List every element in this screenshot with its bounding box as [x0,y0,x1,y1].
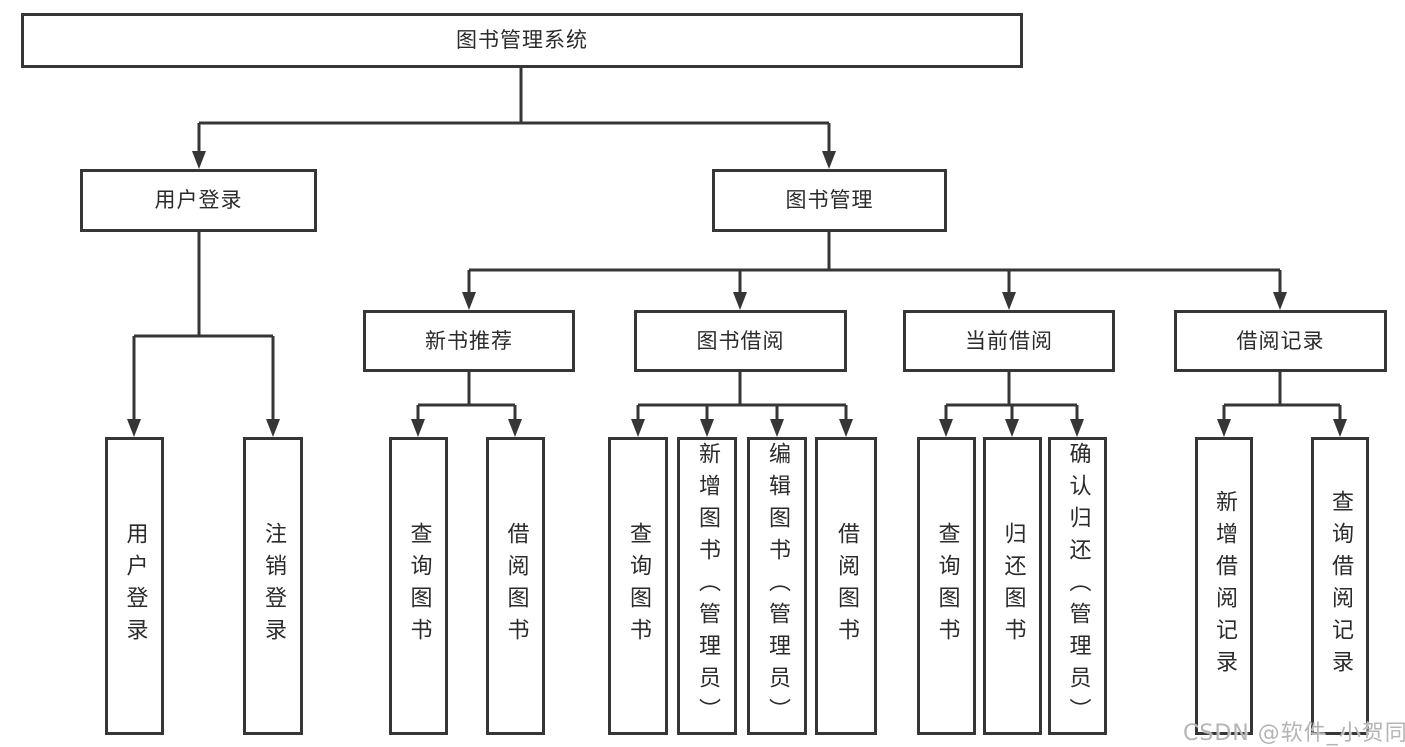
node-borrow-records: 借阅记录 [1174,310,1387,372]
node-user-login: 用户登录 [80,169,317,232]
arrowhead [733,292,747,310]
arrowhead [839,419,853,437]
node-book-management: 图书管理 [712,169,947,232]
arrowhead [411,419,425,437]
arrowhead [192,151,206,169]
leaf-newrec-query-books: 查询图书 [389,437,448,735]
node-new-book-recommend: 新书推荐 [363,310,575,372]
leaf-borrow-add-books-admin: 新增图书（管理员） [677,437,737,735]
leaf-borrow-query-books: 查询图书 [608,437,668,735]
node-root: 图书管理系统 [21,13,1023,68]
node-current-borrow: 当前借阅 [903,310,1115,372]
arrowhead [822,151,836,169]
leaf-user-login: 用户登录 [105,437,164,735]
arrowhead [462,292,476,310]
arrowhead [1070,419,1084,437]
leaf-logout: 注销登录 [243,437,303,735]
arrowhead [1217,419,1231,437]
connector-path [132,68,1342,421]
arrowhead [700,419,714,437]
leaf-current-query-books: 查询图书 [917,437,976,735]
arrowhead [1333,419,1347,437]
leaf-current-confirm-return-admin: 确认归还（管理员） [1048,437,1107,735]
leaf-current-return-books: 归还图书 [983,437,1042,735]
arrowhead [1005,419,1019,437]
leaf-record-query-record: 查询借阅记录 [1311,437,1369,735]
arrowhead [631,419,645,437]
arrowhead [770,419,784,437]
leaf-record-add-record: 新增借阅记录 [1195,437,1253,735]
watermark: CSDN @软件_小贺同学 [1183,721,1405,746]
leaf-newrec-borrow-books: 借阅图书 [486,437,545,735]
leaf-borrow-borrow-books: 借阅图书 [815,437,877,735]
arrowhead [939,419,953,437]
arrowhead [1273,292,1287,310]
arrowhead [266,419,280,437]
arrowhead [508,419,522,437]
leaf-borrow-edit-books-admin: 编辑图书（管理员） [747,437,807,735]
arrowhead [127,419,141,437]
arrowhead [1002,292,1016,310]
node-book-borrow: 图书借阅 [634,310,847,372]
